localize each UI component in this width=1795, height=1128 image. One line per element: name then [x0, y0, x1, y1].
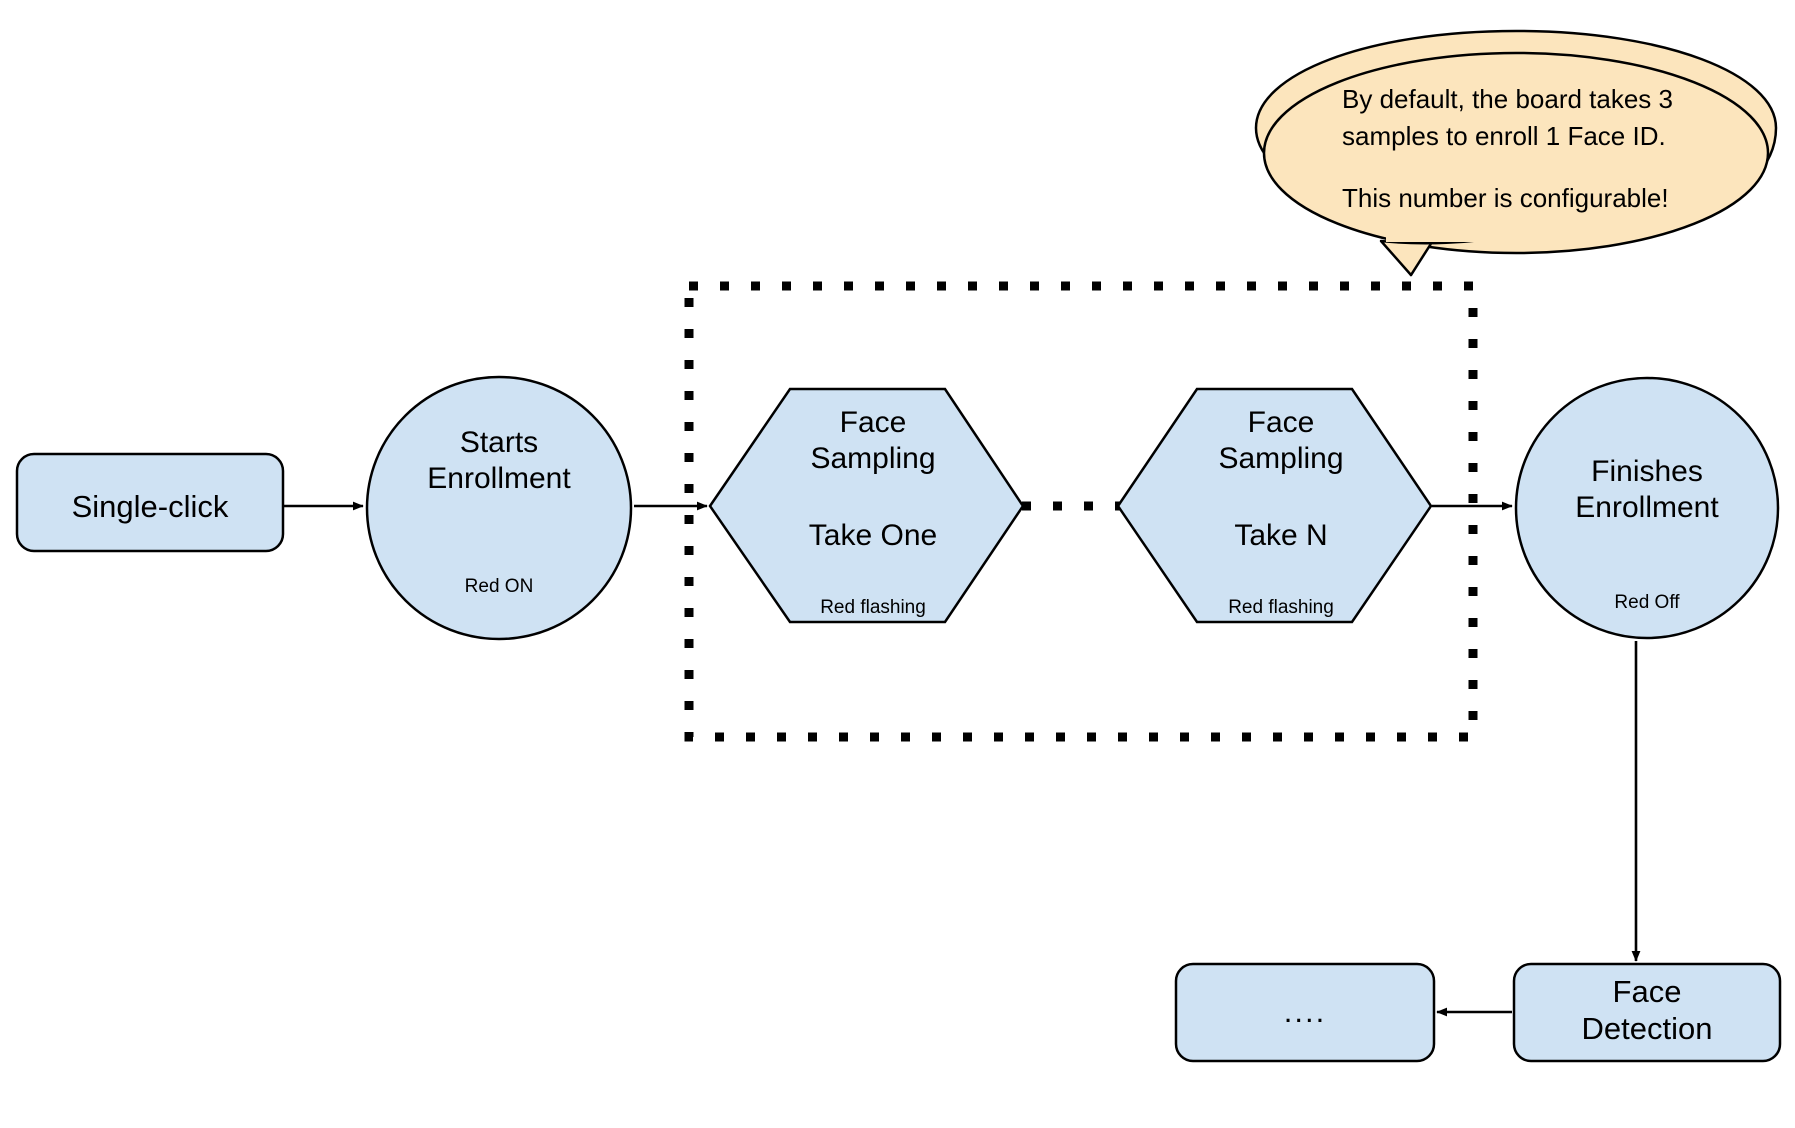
face-detection-box[interactable] [1512, 962, 1782, 1063]
starts-enrollment-circle[interactable] [365, 375, 633, 641]
face-sampling-n-status: Red flashing [1228, 597, 1334, 618]
face-detection-line2: Detection [1582, 1011, 1713, 1046]
face-sampling-one-status: Red flashing [820, 597, 926, 618]
finishes-enrollment-circle[interactable] [1514, 376, 1780, 640]
face-sampling-n-line2: Sampling [1218, 442, 1343, 475]
node-finishes-enrollment[interactable]: Finishes Enrollment Red Off [1514, 376, 1780, 640]
callout-line-1: By default, the board takes 3 [1342, 84, 1673, 114]
node-starts-enrollment[interactable]: Starts Enrollment Red ON [365, 375, 633, 641]
node-face-detection[interactable]: Face Detection [1512, 962, 1782, 1063]
callout-tail-seam-mask [1386, 226, 1526, 242]
single-click-box[interactable] [15, 452, 285, 553]
ellipsis-next-label: .... [1284, 994, 1326, 1029]
single-click-label: Single-click [72, 489, 229, 524]
face-sampling-one-line1: Face [840, 406, 907, 439]
finishes-enrollment-line1: Finishes [1591, 455, 1703, 488]
callout-bubble-ellipse [1262, 51, 1770, 255]
starts-enrollment-line2: Enrollment [427, 462, 571, 495]
face-sampling-n-line1: Face [1248, 406, 1315, 439]
finishes-enrollment-line2: Enrollment [1575, 491, 1719, 524]
callout-line-3: This number is configurable! [1342, 183, 1669, 213]
node-single-click[interactable]: Single-click [15, 452, 285, 553]
finishes-enrollment-status: Red Off [1614, 592, 1680, 613]
callout-line-2: samples to enroll 1 Face ID. [1342, 121, 1666, 151]
face-detection-line1: Face [1613, 974, 1682, 1009]
face-sampling-one-line2: Sampling [810, 442, 935, 475]
face-sampling-one-hexagon[interactable] [708, 387, 1025, 624]
starts-enrollment-line1: Starts [460, 426, 538, 459]
node-ellipsis-next[interactable]: .... [1174, 962, 1436, 1063]
face-sampling-n-take: Take N [1234, 519, 1327, 552]
callout-note: By default, the board takes 3 samples to… [1254, 29, 1778, 277]
ellipsis-next-box[interactable] [1174, 962, 1436, 1063]
node-face-sampling-take-n[interactable]: Face Sampling Take N Red flashing [1116, 387, 1433, 624]
face-sampling-n-hexagon[interactable] [1116, 387, 1433, 624]
starts-enrollment-status: Red ON [465, 576, 534, 597]
face-sampling-one-take: Take One [809, 519, 937, 552]
node-face-sampling-take-one[interactable]: Face Sampling Take One Red flashing [708, 387, 1025, 624]
